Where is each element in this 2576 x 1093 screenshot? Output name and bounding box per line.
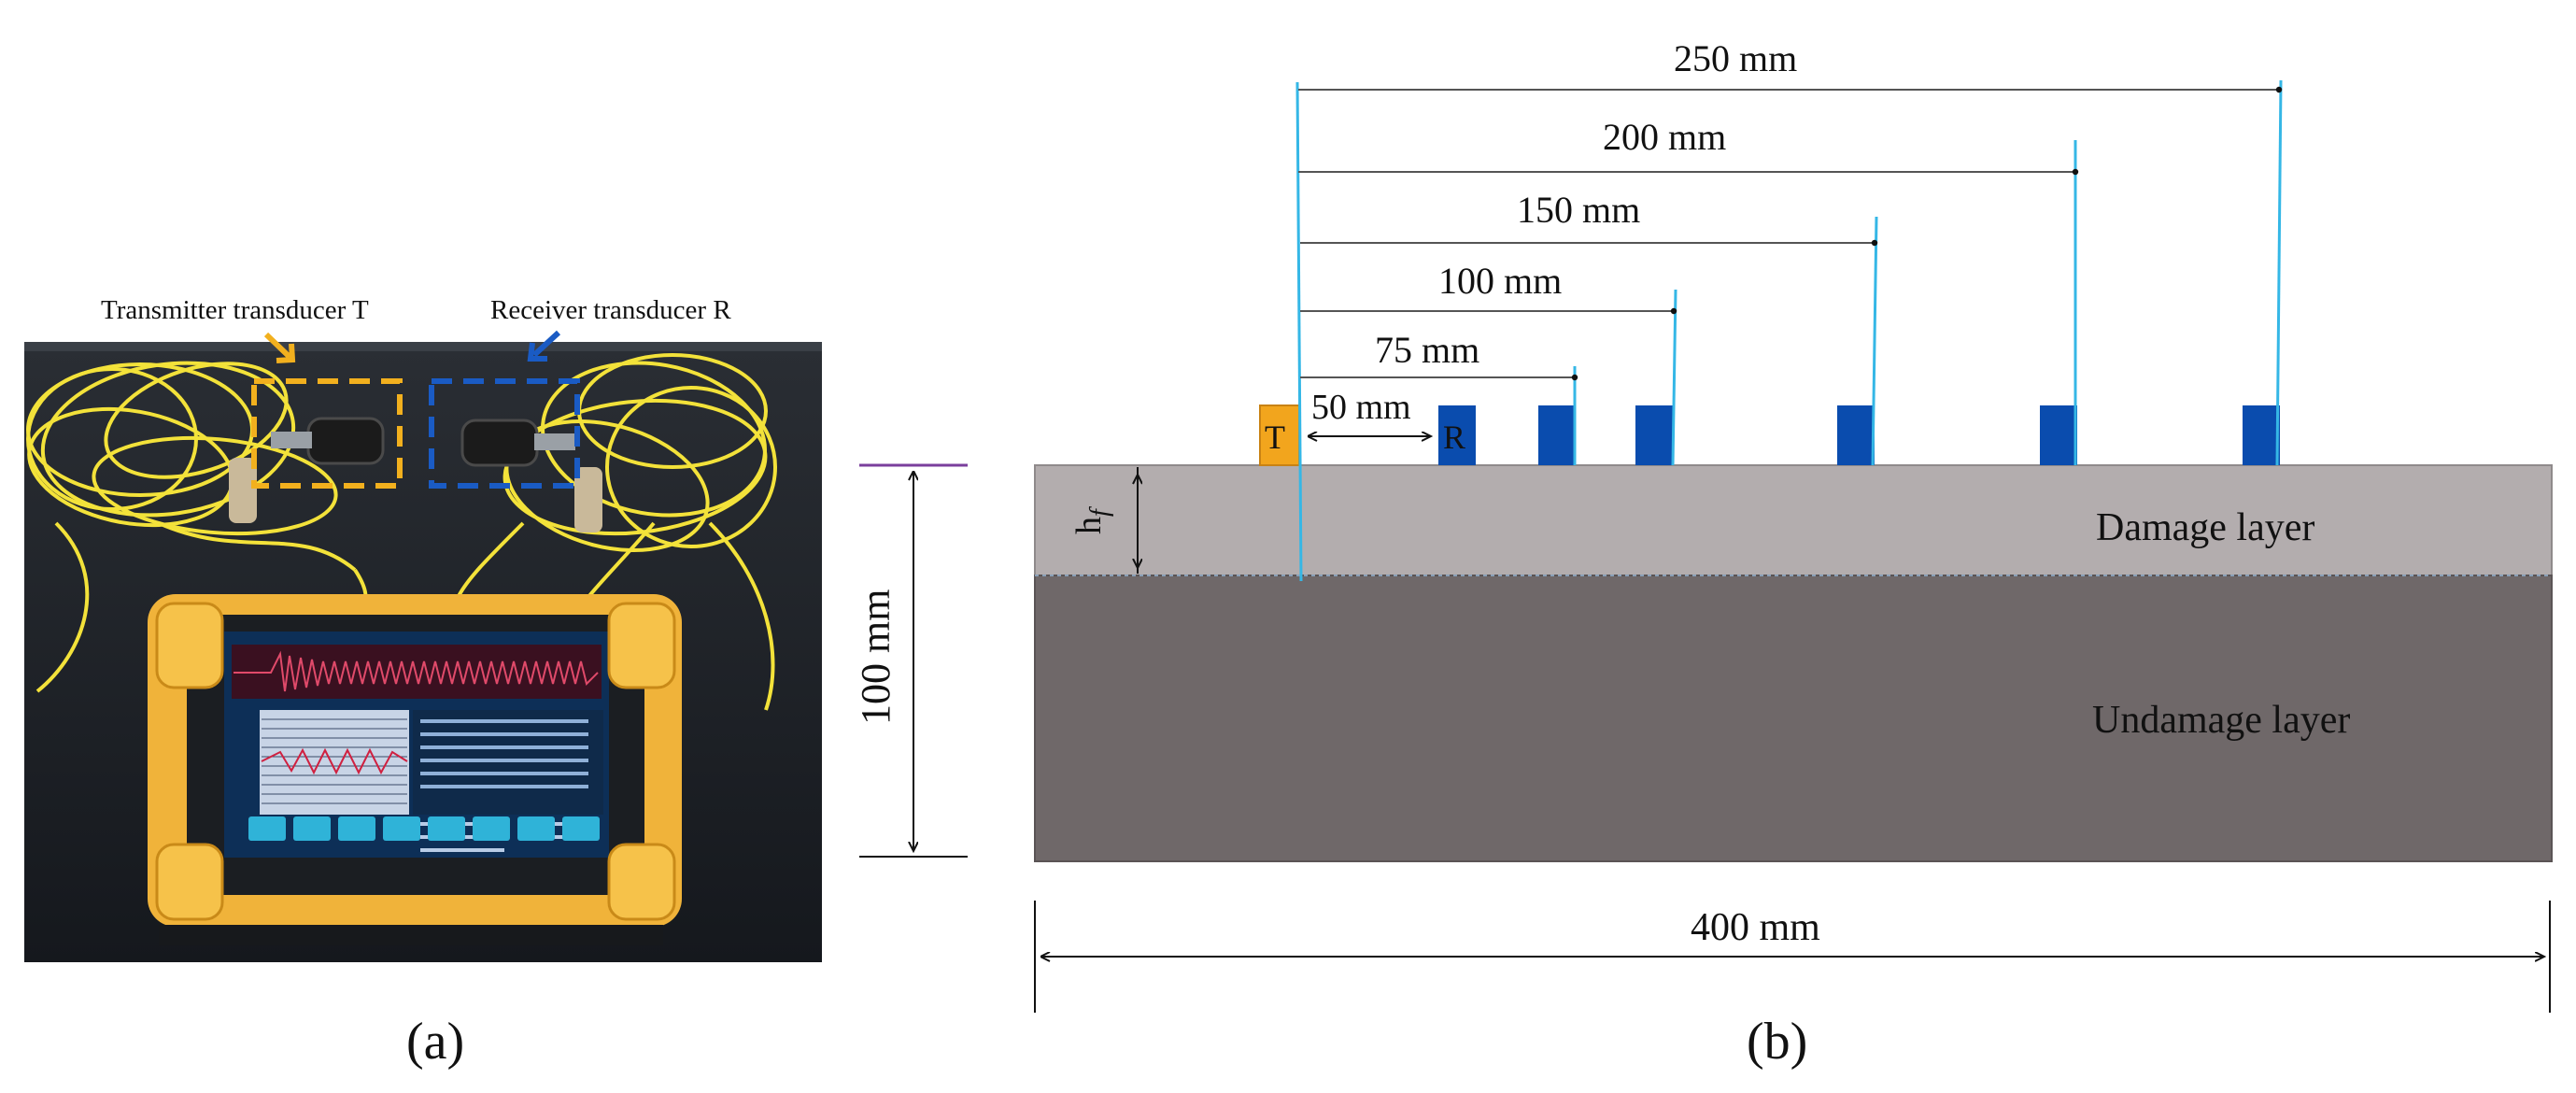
transmitter-block bbox=[1259, 405, 1300, 466]
transmitter-highlight-box bbox=[251, 378, 403, 489]
receiver-highlight-box bbox=[429, 378, 580, 489]
spacing-label-50: 50 mm bbox=[1311, 388, 1411, 427]
receiver-blocks bbox=[1438, 405, 2280, 465]
device-button bbox=[517, 816, 555, 841]
receiver-arrow bbox=[527, 330, 561, 362]
spacing-label-200: 200 mm bbox=[1603, 116, 1726, 158]
receiver-block-250 bbox=[2243, 405, 2280, 465]
cable-strap-right bbox=[574, 467, 602, 532]
spacing-label-75: 75 mm bbox=[1375, 329, 1479, 371]
spacing-label-150: 150 mm bbox=[1517, 189, 1640, 231]
receiver-block-50 bbox=[1438, 405, 1476, 465]
undamage-layer bbox=[1034, 575, 2553, 862]
receiver-block-200 bbox=[2040, 405, 2077, 465]
panel-a-caption: (a) bbox=[406, 1013, 464, 1071]
cable-strap-left bbox=[229, 458, 257, 523]
transmitter-transducer bbox=[271, 417, 385, 465]
receiver-label: Receiver transducer R bbox=[490, 295, 731, 325]
receiver-ray-250 bbox=[2275, 79, 2283, 466]
device-button bbox=[293, 816, 331, 841]
receiver-letter: R bbox=[1443, 419, 1465, 456]
spacing-label-100: 100 mm bbox=[1438, 260, 1562, 302]
undamage-layer-label: Undamage layer bbox=[2092, 699, 2350, 742]
height-label: 100 mm bbox=[853, 589, 899, 725]
device-button bbox=[562, 816, 600, 841]
receiver-block-100 bbox=[1635, 405, 1673, 465]
panel-a: Transmitter transducer T Receiver transd… bbox=[24, 295, 822, 1071]
device-button bbox=[338, 816, 375, 841]
device-button bbox=[248, 816, 286, 841]
panel-b-caption: (b) bbox=[1747, 1013, 1807, 1071]
transmitter-ray bbox=[1295, 81, 1303, 582]
receiver-ray-150 bbox=[1871, 216, 1878, 466]
photo-bench-edge bbox=[24, 342, 822, 351]
receiver-block-75 bbox=[1538, 405, 1576, 465]
ultrasonic-device bbox=[148, 594, 682, 945]
receiver-rays bbox=[1573, 79, 2283, 466]
device-button-row bbox=[248, 816, 600, 841]
width-label: 400 mm bbox=[1691, 906, 1820, 949]
device-button bbox=[473, 816, 510, 841]
damage-layer bbox=[1034, 464, 2553, 576]
receiver-block-150 bbox=[1837, 405, 1875, 465]
device-button bbox=[428, 816, 465, 841]
receiver-ray-100 bbox=[1671, 289, 1677, 466]
hf-label: hf bbox=[1069, 506, 1114, 534]
damage-layer-label: Damage layer bbox=[2096, 506, 2314, 549]
transmitter-label: Transmitter transducer T bbox=[101, 295, 369, 325]
spacing-label-250: 250 mm bbox=[1674, 37, 1797, 79]
receiver-transducer bbox=[460, 419, 575, 467]
transmitter-arrow bbox=[263, 332, 296, 363]
panel-b: hf Damage layer Undamage layer 100 mm 40… bbox=[853, 37, 2553, 1071]
device-button bbox=[383, 816, 420, 841]
transmitter-letter: T bbox=[1265, 419, 1285, 456]
